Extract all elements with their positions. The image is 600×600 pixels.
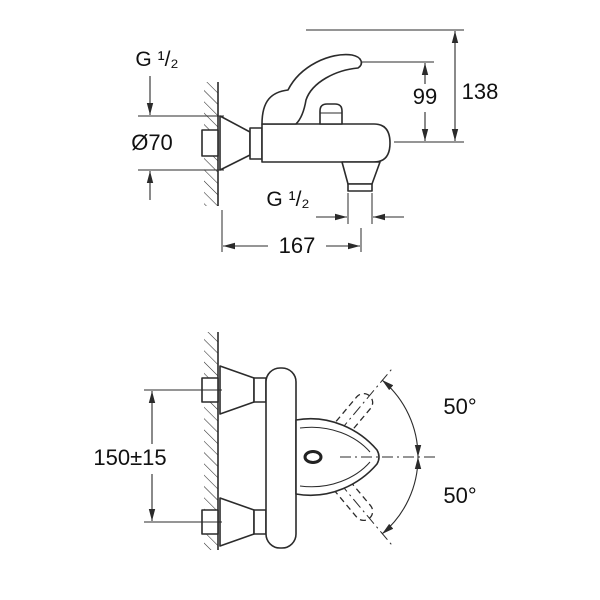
union-nut-bottom — [253, 509, 267, 535]
mixer-body — [261, 123, 391, 163]
handle-position-up — [326, 367, 393, 445]
handle-dome-line-lower — [299, 461, 371, 488]
union-nut — [249, 127, 263, 160]
mixer-body-bar — [265, 367, 297, 549]
spout-aerator — [347, 183, 373, 192]
dim-label-projection: 167 — [279, 233, 316, 258]
dim-label-inlet-thread: G ¹/₂ — [135, 48, 178, 71]
swing-arc-up — [381, 379, 422, 458]
side-view: G ¹/₂ Ø70 99 138 G ¹/₂ — [131, 29, 499, 258]
inlet-connection — [201, 129, 219, 157]
lever-centerline-down — [339, 482, 393, 547]
dim-label-escutcheon-diameter: Ø70 — [131, 130, 173, 155]
diverter-knob — [319, 103, 343, 125]
dim-label-height-to-handle: 99 — [413, 84, 437, 109]
dim-label-spout-thread: G ¹/₂ — [266, 188, 309, 211]
dim-label-overall-height: 138 — [462, 79, 499, 104]
swing-arc-down — [381, 456, 422, 535]
dim-label-connection-distance: 150±15 — [93, 445, 166, 470]
handle-position-down — [326, 469, 393, 547]
lever-handle-plan — [295, 418, 380, 496]
escutcheon-cone-top — [219, 365, 255, 415]
escutcheon-cone-bottom — [219, 497, 255, 547]
dim-label-swing-up: 50° — [443, 394, 476, 419]
side-view-dimensions: G ¹/₂ Ø70 99 138 G ¹/₂ — [131, 29, 499, 258]
front-view: 150±15 50° 50° — [93, 332, 477, 550]
lever-handle — [261, 53, 363, 125]
dashed-lever-down — [326, 469, 374, 522]
escutcheon-cone — [219, 115, 251, 171]
side-view-faucet — [201, 53, 391, 192]
lever-centerline-up — [339, 367, 393, 432]
spout-outlet — [341, 161, 381, 185]
dashed-lever-up — [326, 392, 374, 445]
dim-label-swing-down: 50° — [443, 483, 476, 508]
front-view-faucet — [201, 365, 436, 549]
union-nut-top — [253, 377, 267, 403]
handle-dome-line-upper — [299, 426, 371, 453]
front-view-dimensions: 150±15 50° 50° — [93, 379, 477, 535]
diverter-knob-plan — [303, 450, 323, 464]
